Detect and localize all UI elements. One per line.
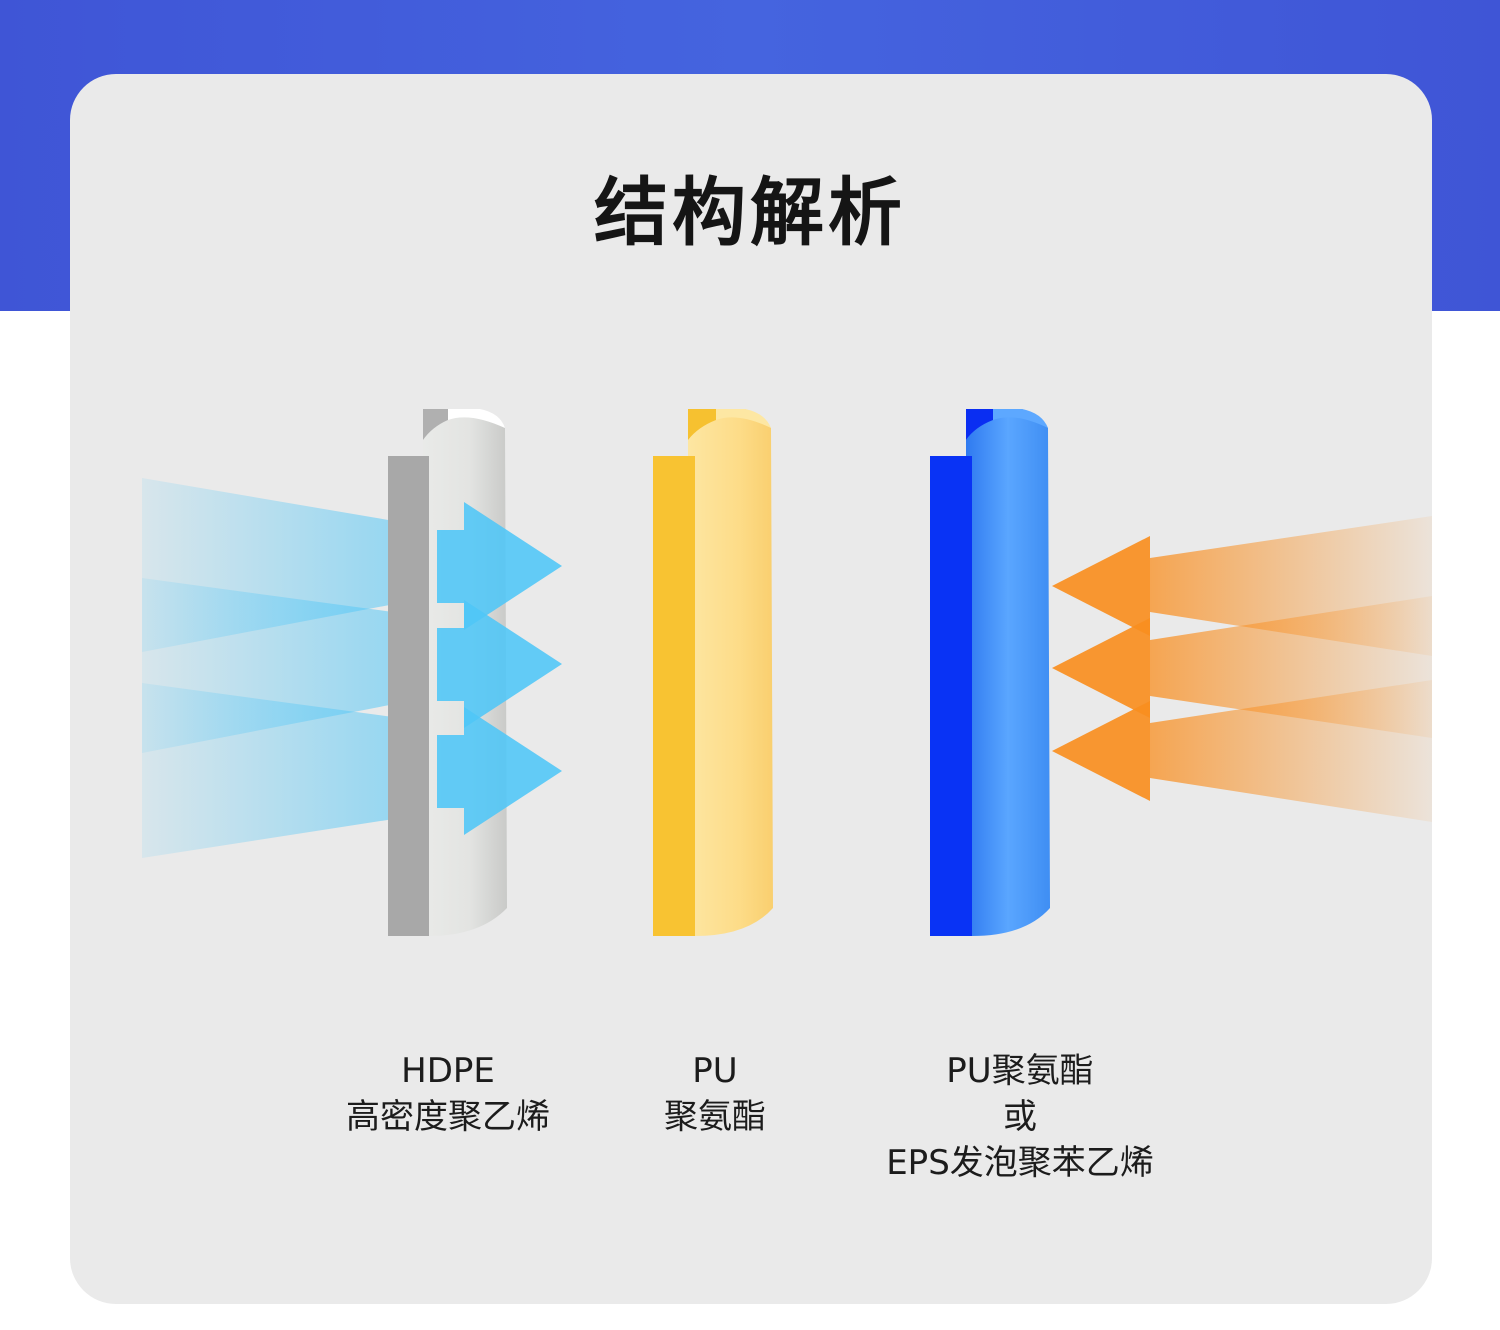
cold-arrow-middle xyxy=(437,600,562,728)
cold-arrows xyxy=(437,502,562,835)
cold-arrow-bottom xyxy=(437,707,562,835)
eps-label-line: PU聚氨酯 xyxy=(946,1051,1094,1091)
pu-label-line: 聚氨酯 xyxy=(664,1097,766,1137)
cold-beams xyxy=(142,478,400,858)
eps-curved-body xyxy=(966,409,1050,936)
hdpe-label: HDPE 高密度聚乙烯 xyxy=(298,1048,598,1140)
eps-front-face xyxy=(930,456,972,936)
hot-arrows xyxy=(1052,536,1150,801)
hdpe-label-line: HDPE xyxy=(401,1051,495,1091)
eps-label-line: 或 xyxy=(1003,1097,1037,1137)
pu-label-line: PU xyxy=(692,1051,738,1091)
hdpe-front-face xyxy=(388,456,429,936)
eps-label: PU聚氨酯 或 EPS发泡聚苯乙烯 xyxy=(820,1048,1220,1186)
eps-inner-curve xyxy=(966,409,993,440)
pu-layer xyxy=(653,409,773,936)
hot-arrow-bottom xyxy=(1052,701,1150,801)
eps-label-line: EPS发泡聚苯乙烯 xyxy=(886,1143,1154,1183)
cold-beam-bottom xyxy=(142,683,400,858)
hdpe-inner-curve xyxy=(423,409,448,440)
page-title: 结构解析 xyxy=(594,170,906,256)
hdpe-label-line: 高密度聚乙烯 xyxy=(346,1097,550,1137)
hot-arrow-top xyxy=(1052,536,1150,636)
hot-beam-bottom xyxy=(1150,680,1432,822)
pu-inner-curve xyxy=(688,409,716,440)
cold-arrow-top xyxy=(437,502,562,630)
hot-beams xyxy=(1150,516,1432,822)
hot-arrow-middle xyxy=(1052,618,1150,718)
pu-label: PU 聚氨酯 xyxy=(565,1048,865,1140)
eps-layer xyxy=(930,409,1050,936)
pu-curved-body xyxy=(688,409,773,936)
pu-front-face xyxy=(653,456,695,936)
